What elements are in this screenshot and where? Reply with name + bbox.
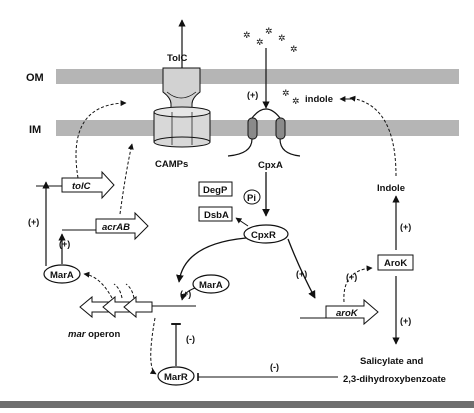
- arok-gene-arrow: [325, 298, 379, 326]
- marr-label: MarR: [164, 372, 188, 383]
- mar-operon-suffix: operon: [85, 329, 120, 340]
- degp-box: [198, 181, 233, 197]
- plus-tolc: (+): [28, 217, 39, 227]
- mar-gene-italic: mar: [68, 329, 87, 340]
- mara-center-node: [192, 274, 230, 294]
- pi-label: Pi: [247, 193, 256, 204]
- cpxr-to-dsba-arrow: [235, 217, 249, 227]
- mar-dash-2: [125, 283, 135, 299]
- mar-operon-genes: [79, 295, 153, 319]
- svg-text:✲: ✲: [243, 30, 251, 40]
- svg-text:✲: ✲: [292, 96, 300, 106]
- svg-text:✲: ✲: [278, 33, 286, 43]
- plus-signal: (+): [247, 90, 258, 100]
- plus-indole: (+): [400, 222, 411, 232]
- mar-to-marr-arrow: [149, 317, 157, 375]
- arok-protein-box: [377, 254, 414, 271]
- mar-operon-label: mar operon: [68, 329, 120, 340]
- arok-gene-label: aroK: [336, 308, 359, 319]
- plus-acrab: (+): [59, 239, 70, 249]
- indole-top-label: indole: [305, 94, 333, 105]
- arok-gene-to-protein-arrow: [343, 265, 373, 303]
- acrab-gene-label: acrAB: [102, 222, 130, 233]
- mara-left-label: MarA: [50, 270, 74, 281]
- camps-label: CAMPs: [155, 159, 188, 170]
- plus-cpxr-arok: (+): [296, 269, 307, 279]
- degp-label: DegP: [203, 185, 228, 196]
- plus-arok-protein: (+): [346, 272, 357, 282]
- tolc-gene-label: tolC: [72, 181, 91, 192]
- bottom-bar: [0, 401, 474, 408]
- mar-to-mara-arrow: [83, 271, 113, 299]
- signal-molecules: ✲ ✲ ✲ ✲ ✲ ✲ ✲: [243, 26, 300, 106]
- mar-dash-1: [113, 283, 123, 299]
- acrab-gene-arrow: [95, 211, 149, 241]
- arok-protein-label: AroK: [384, 258, 407, 269]
- minus-marr: (-): [186, 334, 195, 344]
- mara-center-label: MarA: [199, 280, 223, 291]
- salicylate-line2: 2,3-dihydroxybenzoate: [343, 374, 446, 385]
- tolc-gene-arrow: [61, 170, 115, 200]
- cpxa-sensor: [227, 108, 301, 157]
- cpxr-to-mar-arrow: [176, 237, 247, 283]
- cpxr-node: [243, 224, 289, 244]
- mara-left-node: [43, 264, 81, 284]
- im-label: IM: [29, 124, 41, 136]
- svg-text:✲: ✲: [265, 26, 273, 36]
- salicylate-line1: Salicylate and: [360, 356, 424, 367]
- dsba-label: DsbA: [204, 210, 229, 221]
- tolc-channel: [153, 67, 211, 148]
- indole-efflux-arrow: [349, 95, 397, 177]
- plus-salicylate: (+): [400, 316, 411, 326]
- svg-text:✲: ✲: [256, 37, 264, 47]
- indole-right-label: Indole: [377, 183, 405, 194]
- marr-node: [157, 366, 195, 386]
- minus-salicylate: (-): [270, 362, 279, 372]
- svg-text:✲: ✲: [290, 44, 298, 54]
- om-label: OM: [26, 72, 44, 84]
- cpxr-to-arok-arrow: [287, 238, 316, 299]
- plus-mara-center: (+): [180, 289, 191, 299]
- cpxr-label: CpxR: [251, 230, 276, 241]
- acrab-gene-to-pump-arrow: [119, 143, 134, 215]
- cpxa-label: CpxA: [258, 160, 283, 171]
- tolc-gene-to-protein-arrow: [75, 100, 127, 179]
- outer-membrane: [56, 69, 459, 84]
- mara-autoactivation-arrow: [180, 287, 196, 301]
- pi-bubble: [243, 189, 261, 205]
- dsba-box: [198, 206, 233, 222]
- tolc-label: TolC: [167, 53, 188, 64]
- svg-text:✲: ✲: [282, 88, 290, 98]
